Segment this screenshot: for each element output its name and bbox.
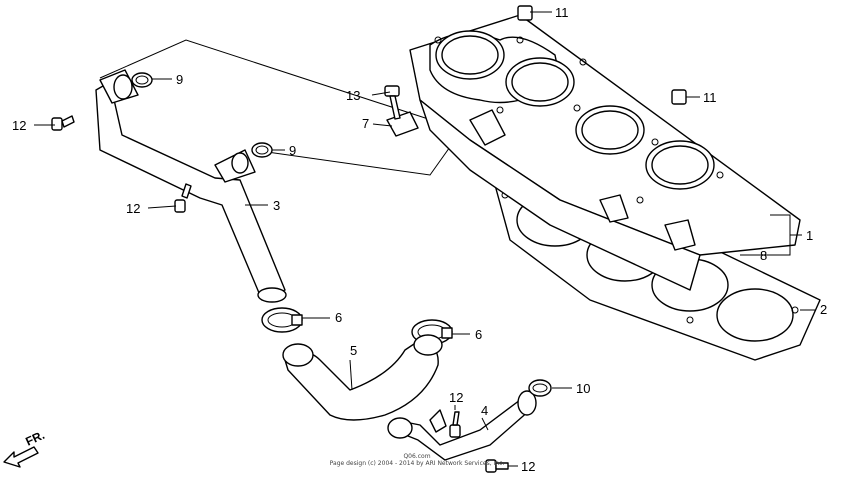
upper-water-pipe[interactable] (95, 69, 287, 303)
callout-6-upper: 6 (335, 310, 342, 325)
callout-6-lower: 6 (475, 327, 482, 342)
o-ring-middle[interactable] (251, 142, 273, 158)
callout-13: 13 (346, 88, 360, 103)
callout-1: 1 (806, 228, 813, 243)
callout-2: 2 (820, 302, 827, 317)
callout-7: 7 (362, 116, 369, 131)
leader-lines (34, 11, 815, 467)
dowel-pin-upper[interactable] (517, 5, 533, 21)
water-hose[interactable] (282, 334, 443, 421)
bolt-12-lower-mid[interactable] (449, 411, 461, 438)
direction-label: FR. (23, 428, 46, 449)
callout-11-right: 11 (703, 90, 717, 105)
hose-fitting[interactable] (386, 111, 419, 137)
bolt-12-pipe[interactable] (174, 183, 192, 213)
callout-12-left: 12 (12, 118, 26, 133)
hose-clamp-upper[interactable] (261, 307, 303, 333)
callout-10: 10 (576, 381, 590, 396)
callout-12-lower-mid: 12 (449, 390, 463, 405)
callout-12-bottom: 12 (521, 459, 535, 474)
front-direction-arrow: FR. (3, 428, 47, 468)
cylinder-block[interactable] (409, 14, 801, 291)
dowel-pin-right[interactable] (671, 89, 687, 105)
bolt-12-bottom[interactable] (485, 459, 509, 473)
o-ring-upper[interactable] (131, 72, 153, 88)
callout-9-middle: 9 (289, 143, 296, 158)
callout-9-upper: 9 (176, 72, 183, 87)
footer-site: Q06.com (403, 453, 430, 460)
bolt-12-left[interactable] (51, 115, 75, 131)
o-ring-10[interactable] (528, 379, 552, 397)
callout-8: 8 (760, 248, 767, 263)
callout-11-upper: 11 (555, 5, 569, 20)
callout-4: 4 (481, 403, 488, 418)
water-pipe-lower[interactable] (387, 390, 537, 461)
bolt-13[interactable] (384, 85, 401, 120)
callout-12-pipe: 12 (126, 201, 140, 216)
callout-5: 5 (350, 343, 357, 358)
footer-copyright: Page design (c) 2004 - 2014 by ARI Netwo… (330, 460, 505, 467)
callout-3: 3 (273, 198, 280, 213)
